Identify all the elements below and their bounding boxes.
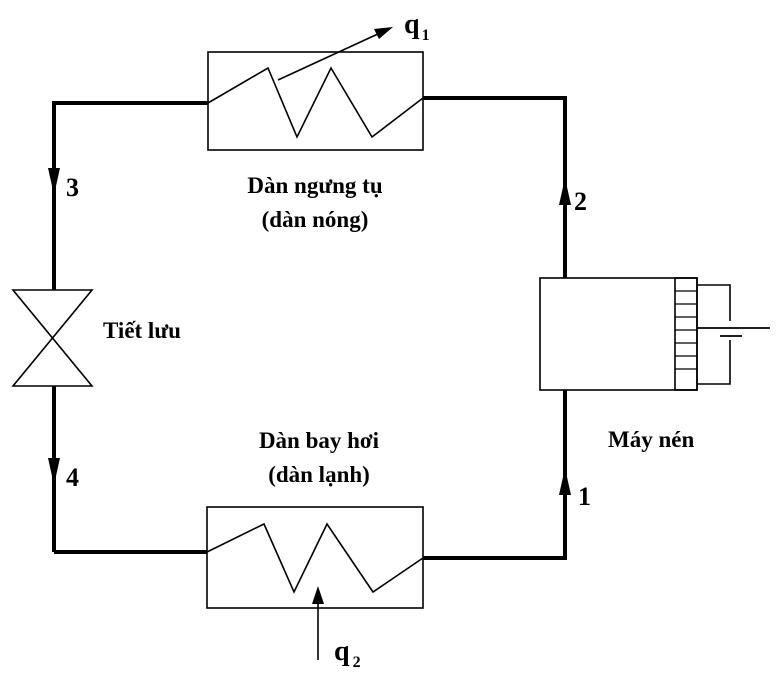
heat-out-arrow [277,32,381,81]
compressor-body [539,277,698,391]
valve-symbol [11,289,94,387]
compressor-piston [674,277,698,391]
flow-arrows [48,168,571,495]
expansion-valve [11,289,94,387]
flow-arrow-1 [559,468,571,495]
valve-label: Tiết lưu [103,318,181,343]
drive-connection [697,284,731,321]
evaporator-box [206,506,424,609]
piston-rings [675,290,697,370]
flow-arrow-3 [48,168,60,195]
pipe-top-right [423,96,567,278]
condenser-label: Dàn ngưng tụ [247,173,382,198]
evaporator [206,506,424,660]
point-1-label: 1 [578,482,591,511]
condenser-sublabel: (dàn nóng) [262,207,369,232]
evaporator-label: Dàn bay hơi [259,428,380,453]
point-4-label: 4 [66,463,79,492]
condenser-coil [207,66,424,139]
pipe-bottom-right [423,390,567,560]
condenser [207,27,424,151]
compressor-label: Máy nén [608,427,694,452]
flow-arrow-2 [559,178,571,205]
pipe-top [52,101,208,290]
heat-in-arrowhead [312,586,324,604]
drive-connection-lower [697,340,731,385]
flow-arrow-4 [48,458,60,485]
point-2-label: 2 [574,187,587,216]
point-3-label: 3 [66,173,79,202]
evaporator-sublabel: (dàn lạnh) [268,462,370,487]
compressor [539,277,770,391]
heat-out-arrowhead [374,27,393,39]
condenser-box [207,51,424,151]
evaporator-coil [206,522,424,594]
